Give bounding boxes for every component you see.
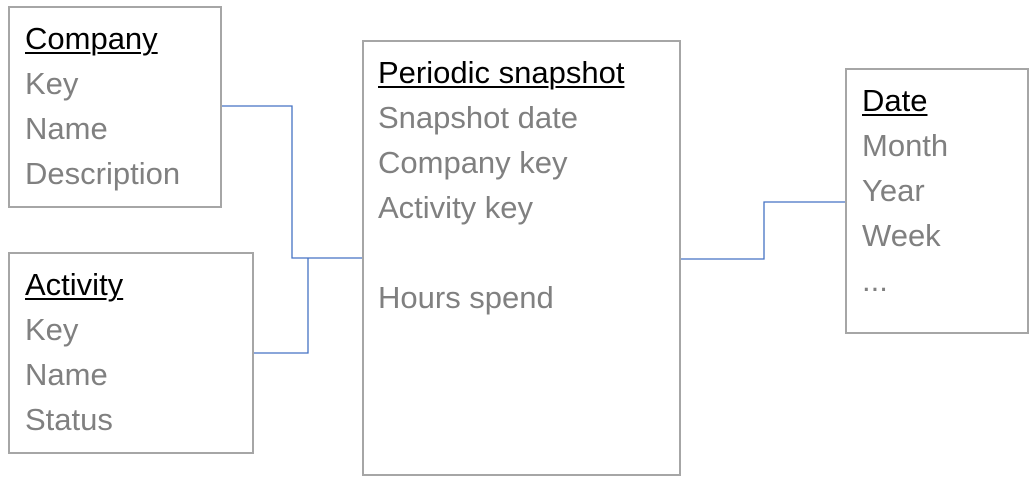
connector-activity-snapshot xyxy=(253,258,309,354)
activity-entity[interactable]: Activity Key Name Status xyxy=(8,252,254,454)
activity-attribute-key: Key xyxy=(25,312,79,347)
date-attribute-month: Month xyxy=(862,128,949,163)
activity-attribute-name: Name xyxy=(25,357,108,392)
periodic-snapshot-entity[interactable]: Periodic snapshot Snapshot date Company … xyxy=(362,40,681,476)
activity-title: Activity xyxy=(25,267,124,302)
date-entity[interactable]: Date Month Year Week ... xyxy=(845,68,1029,334)
company-entity[interactable]: Company Key Name Description xyxy=(8,6,222,208)
connector-company-snapshot xyxy=(222,105,363,259)
snapshot-attribute-activity-key: Activity key xyxy=(378,190,534,225)
date-title: Date xyxy=(862,83,928,118)
company-title: Company xyxy=(25,21,158,56)
periodic-snapshot-title: Periodic snapshot xyxy=(378,55,625,90)
date-attribute-more: ... xyxy=(862,263,888,298)
company-attribute-key: Key xyxy=(25,66,79,101)
date-attribute-week: Week xyxy=(862,218,941,253)
activity-attribute-status: Status xyxy=(25,402,113,437)
snapshot-attribute-company-key: Company key xyxy=(378,145,568,180)
snapshot-attribute-hours-spend: Hours spend xyxy=(378,280,554,315)
company-attribute-description: Description xyxy=(25,156,181,191)
date-attribute-year: Year xyxy=(862,173,925,208)
connector-snapshot-date xyxy=(680,201,846,260)
company-attribute-name: Name xyxy=(25,111,108,146)
snapshot-attribute-snapshot-date: Snapshot date xyxy=(378,100,578,135)
